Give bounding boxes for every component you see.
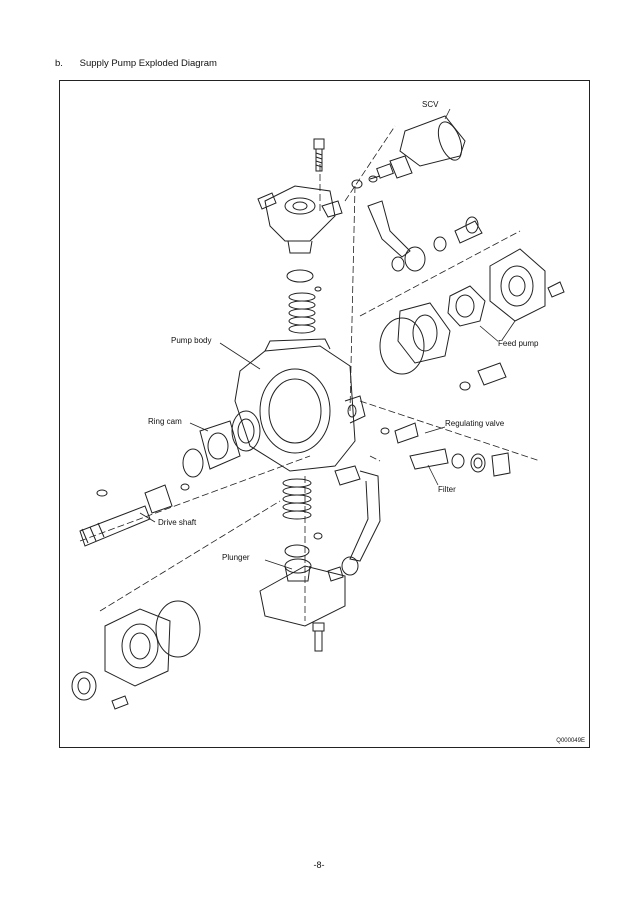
figure-code: Q000049E: [556, 738, 585, 744]
diagram-frame: SCV Feed pump Pump body Regulating valve…: [59, 80, 590, 748]
section-heading: b. Supply Pump Exploded Diagram: [55, 58, 217, 69]
feed-pump-rotor: [447, 285, 486, 327]
upper-spring: [288, 292, 316, 334]
inlet-fitting: [459, 362, 507, 391]
assembly-center-lines: [79, 125, 541, 621]
label-scv: SCV: [422, 100, 439, 109]
label-feed-pump: Feed pump: [498, 339, 539, 348]
label-plunger: Plunger: [222, 553, 250, 562]
top-bolt: [313, 138, 325, 172]
pump-body: [234, 338, 366, 472]
feed-pump-plate: [379, 302, 451, 375]
page-number: -8-: [313, 860, 325, 870]
section-title: Supply Pump Exploded Diagram: [79, 58, 217, 69]
exploded-diagram: [71, 108, 565, 710]
label-drive-shaft: Drive shaft: [158, 518, 197, 527]
label-pump-body: Pump body: [171, 336, 212, 345]
bent-pipe: [367, 200, 483, 272]
label-ring-cam: Ring cam: [148, 417, 182, 426]
feed-pump-cover: [489, 248, 565, 322]
scv-part: [351, 115, 466, 189]
lower-spring: [282, 478, 323, 558]
top-cover: [257, 185, 343, 292]
plunger-cover: [259, 558, 346, 652]
drive-shaft: [79, 483, 190, 547]
ring-cam: [182, 410, 261, 478]
label-regulating-valve: Regulating valve: [445, 419, 505, 428]
label-filter: Filter: [438, 485, 456, 494]
high-pressure-pipe: [327, 465, 381, 582]
section-number: b.: [55, 58, 63, 69]
drive-flange: [71, 600, 201, 710]
regulating-valve: [380, 422, 511, 477]
